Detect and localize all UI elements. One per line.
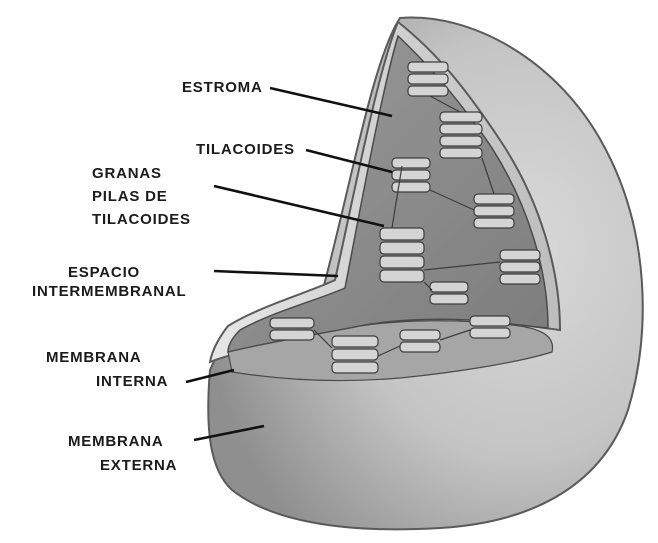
label-estroma: ESTROMA <box>182 79 263 96</box>
label-tilacoides: TILACOIDES <box>196 141 295 158</box>
label-granas: GRANAS <box>92 165 162 182</box>
label-membrana-externa-2: EXTERNA <box>100 457 177 474</box>
label-espacio: ESPACIO <box>68 264 140 281</box>
label-membrana-interna-2: INTERNA <box>96 373 168 390</box>
label-pilas-de: PILAS DE <box>92 188 168 205</box>
label-membrana-externa-1: MEMBRANA <box>68 433 164 450</box>
label-granas-tilacoides: TILACOIDES <box>92 211 191 228</box>
leader-espacio <box>214 271 338 276</box>
label-membrana-interna-1: MEMBRANA <box>46 349 142 366</box>
label-intermembranal: INTERMEMBRANAL <box>32 283 187 300</box>
